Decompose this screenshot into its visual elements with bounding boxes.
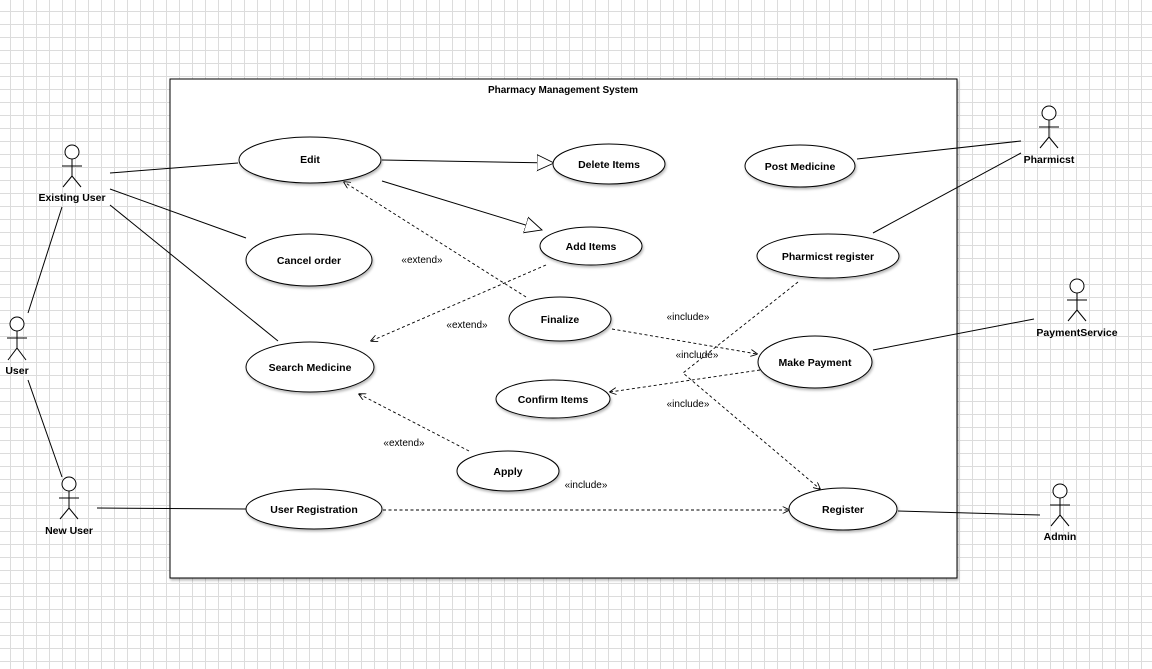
usecase-pharmicst-register-label: Pharmicst register [782, 251, 874, 263]
usecase-user-registration[interactable]: User Registration [245, 488, 383, 530]
usecase-register-label: Register [822, 504, 864, 516]
usecase-post-medicine-label: Post Medicine [765, 161, 836, 173]
actors: Existing User User New User [5, 105, 1118, 543]
usecase-confirm-items-label: Confirm Items [518, 394, 589, 406]
usecase-search-medicine-label: Search Medicine [269, 362, 352, 374]
use-cases: Edit Delete Items Add Items Cancel order… [238, 136, 900, 531]
stick-figure-icon [62, 144, 82, 188]
extend-additems-search [371, 264, 547, 341]
label-include-payment-confirm: «include» [676, 350, 719, 361]
assoc-newuser-userreg [96, 507, 248, 510]
assoc-existinguser-edit [109, 162, 239, 174]
label-extend-apply: «extend» [383, 438, 425, 449]
include-pharm-register [682, 281, 820, 489]
assoc-existinguser-cancel [109, 188, 247, 239]
usecase-finalize[interactable]: Finalize [508, 296, 612, 342]
assoc-user-existinguser [27, 206, 63, 314]
actor-payment-service[interactable]: PaymentService [1036, 278, 1118, 339]
usecase-edit[interactable]: Edit [238, 136, 382, 184]
usecase-add-items-label: Add Items [566, 241, 617, 253]
dependencies [344, 182, 820, 510]
actor-pharmicst[interactable]: Pharmicst [1024, 105, 1075, 166]
stick-figure-icon [1067, 278, 1087, 322]
actor-user[interactable]: User [5, 316, 29, 377]
actor-admin-label: Admin [1044, 531, 1077, 543]
usecase-edit-label: Edit [300, 154, 320, 166]
extend-finalize-edit [344, 182, 527, 298]
assoc-admin-register [897, 510, 1041, 516]
label-extend-search: «extend» [446, 320, 488, 331]
assoc-user-newuser [27, 379, 63, 478]
usecase-search-medicine[interactable]: Search Medicine [245, 341, 375, 393]
assoc-pharmicst-register [872, 152, 1022, 234]
label-extend-edit: «extend» [401, 255, 443, 266]
actor-payment-service-label: PaymentService [1036, 327, 1117, 339]
associations [27, 140, 1041, 516]
actor-existing-user-label: Existing User [38, 192, 105, 204]
usecase-delete-items-label: Delete Items [578, 159, 640, 171]
usecase-cancel-order[interactable]: Cancel order [245, 233, 373, 287]
usecase-apply-label: Apply [493, 466, 522, 478]
stick-figure-icon [1050, 483, 1070, 527]
generalization-edit-delete [381, 160, 554, 163]
actor-user-label: User [5, 365, 28, 377]
usecase-post-medicine[interactable]: Post Medicine [744, 144, 856, 188]
usecase-confirm-items[interactable]: Confirm Items [495, 379, 611, 419]
usecase-cancel-order-label: Cancel order [277, 255, 341, 267]
generalization-edit-add [381, 180, 542, 230]
label-include-pharm-register: «include» [667, 399, 710, 410]
generalizations [381, 160, 554, 230]
usecase-register[interactable]: Register [788, 487, 898, 531]
usecase-make-payment-label: Make Payment [779, 357, 852, 369]
stick-figure-icon [7, 316, 27, 361]
assoc-existinguser-search [109, 204, 279, 342]
usecase-apply[interactable]: Apply [456, 450, 560, 492]
assoc-pharmicst-post [856, 140, 1022, 160]
assoc-payment-makepayment [872, 318, 1035, 351]
actor-new-user-label: New User [45, 525, 93, 537]
usecase-user-registration-label: User Registration [270, 504, 358, 516]
usecase-delete-items[interactable]: Delete Items [552, 143, 666, 185]
actor-admin[interactable]: Admin [1044, 483, 1077, 543]
stick-figure-icon [1039, 105, 1059, 149]
label-include-userreg-register: «include» [565, 480, 608, 491]
system-title: Pharmacy Management System [488, 85, 638, 96]
actor-new-user[interactable]: New User [45, 476, 93, 537]
stick-figure-icon [59, 476, 79, 520]
actor-pharmicst-label: Pharmicst [1024, 154, 1075, 166]
usecase-finalize-label: Finalize [541, 314, 580, 326]
relation-labels: «extend» «extend» «extend» «include» «in… [383, 255, 718, 491]
usecase-make-payment[interactable]: Make Payment [757, 335, 873, 389]
actor-existing-user[interactable]: Existing User [38, 144, 106, 204]
label-include-finalize-payment: «include» [667, 312, 710, 323]
usecase-pharmicst-register[interactable]: Pharmicst register [756, 233, 900, 279]
include-finalize-payment [611, 328, 757, 354]
usecase-add-items[interactable]: Add Items [539, 226, 643, 266]
extend-apply-search [359, 394, 470, 452]
